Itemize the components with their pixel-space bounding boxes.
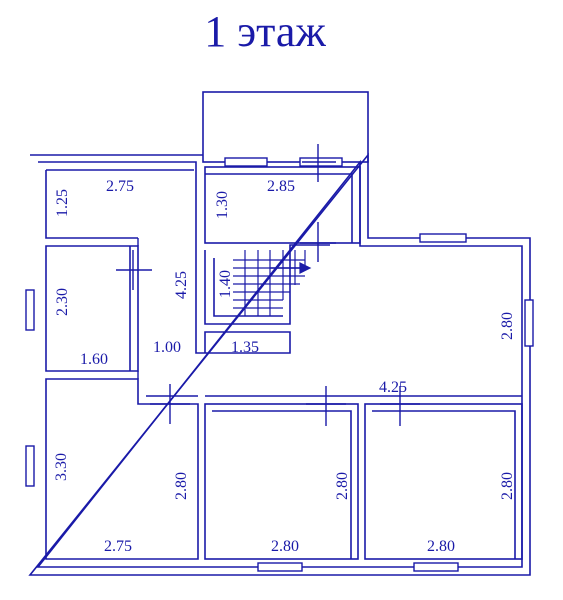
window-icon — [224, 157, 268, 167]
dim-room-tl-height: 1.25 — [54, 189, 71, 217]
room-top-left — [45, 169, 194, 239]
dim-room-bl-height2: 2.80 — [173, 472, 190, 500]
dim-room-bm-width: 2.80 — [271, 538, 299, 555]
window-icon — [413, 562, 459, 572]
room-bottom-middle — [204, 403, 359, 560]
room-bottom-middle-inner — [212, 410, 352, 559]
room-bathroom-inner — [205, 173, 353, 243]
stair-well — [204, 244, 330, 325]
door-icon — [300, 222, 336, 262]
window-icon — [257, 562, 303, 572]
dim-living-width: 4.25 — [379, 379, 407, 396]
dim-room-ml-width: 1.60 — [80, 351, 108, 368]
page-title: 1 этаж — [204, 7, 326, 56]
doors — [116, 144, 420, 426]
stair-well-inner — [213, 258, 283, 317]
room-bottom-right-inner — [372, 410, 516, 559]
door-icon — [150, 384, 190, 424]
porch — [202, 91, 369, 163]
dim-bath-width: 2.85 — [267, 178, 295, 195]
door-icon — [302, 144, 336, 182]
dim-corridor-height: 4.25 — [173, 271, 190, 299]
dim-room-bl-height: 3.30 — [53, 453, 70, 481]
dim-room-tl-width: 2.75 — [106, 178, 134, 195]
window-icon — [25, 289, 35, 331]
dim-room-bl-width: 2.75 — [104, 538, 132, 555]
dim-stair-height: 1.40 — [217, 270, 234, 298]
outer-wall-inner — [36, 159, 523, 568]
stair-arrow-icon — [299, 262, 312, 274]
dim-room-br-height: 2.80 — [499, 472, 516, 500]
room-bottom-right — [364, 403, 523, 560]
dim-stair-width: 1.35 — [231, 339, 259, 356]
dim-living-height: 2.80 — [499, 312, 516, 340]
window-icon — [419, 233, 467, 243]
door-icon — [306, 386, 346, 426]
door-icon — [116, 250, 152, 290]
stair-treads — [233, 250, 312, 316]
dim-corridor-width: 1.00 — [153, 339, 181, 356]
dim-room-br-width: 2.80 — [427, 538, 455, 555]
dim-bath-height: 1.30 — [214, 191, 231, 219]
door-icon — [380, 386, 420, 426]
window-icon — [524, 299, 534, 347]
dim-room-ml-height: 2.30 — [54, 288, 71, 316]
room-bathroom — [204, 166, 361, 244]
window-icon — [25, 445, 35, 487]
dim-room-bm-height: 2.80 — [334, 472, 351, 500]
